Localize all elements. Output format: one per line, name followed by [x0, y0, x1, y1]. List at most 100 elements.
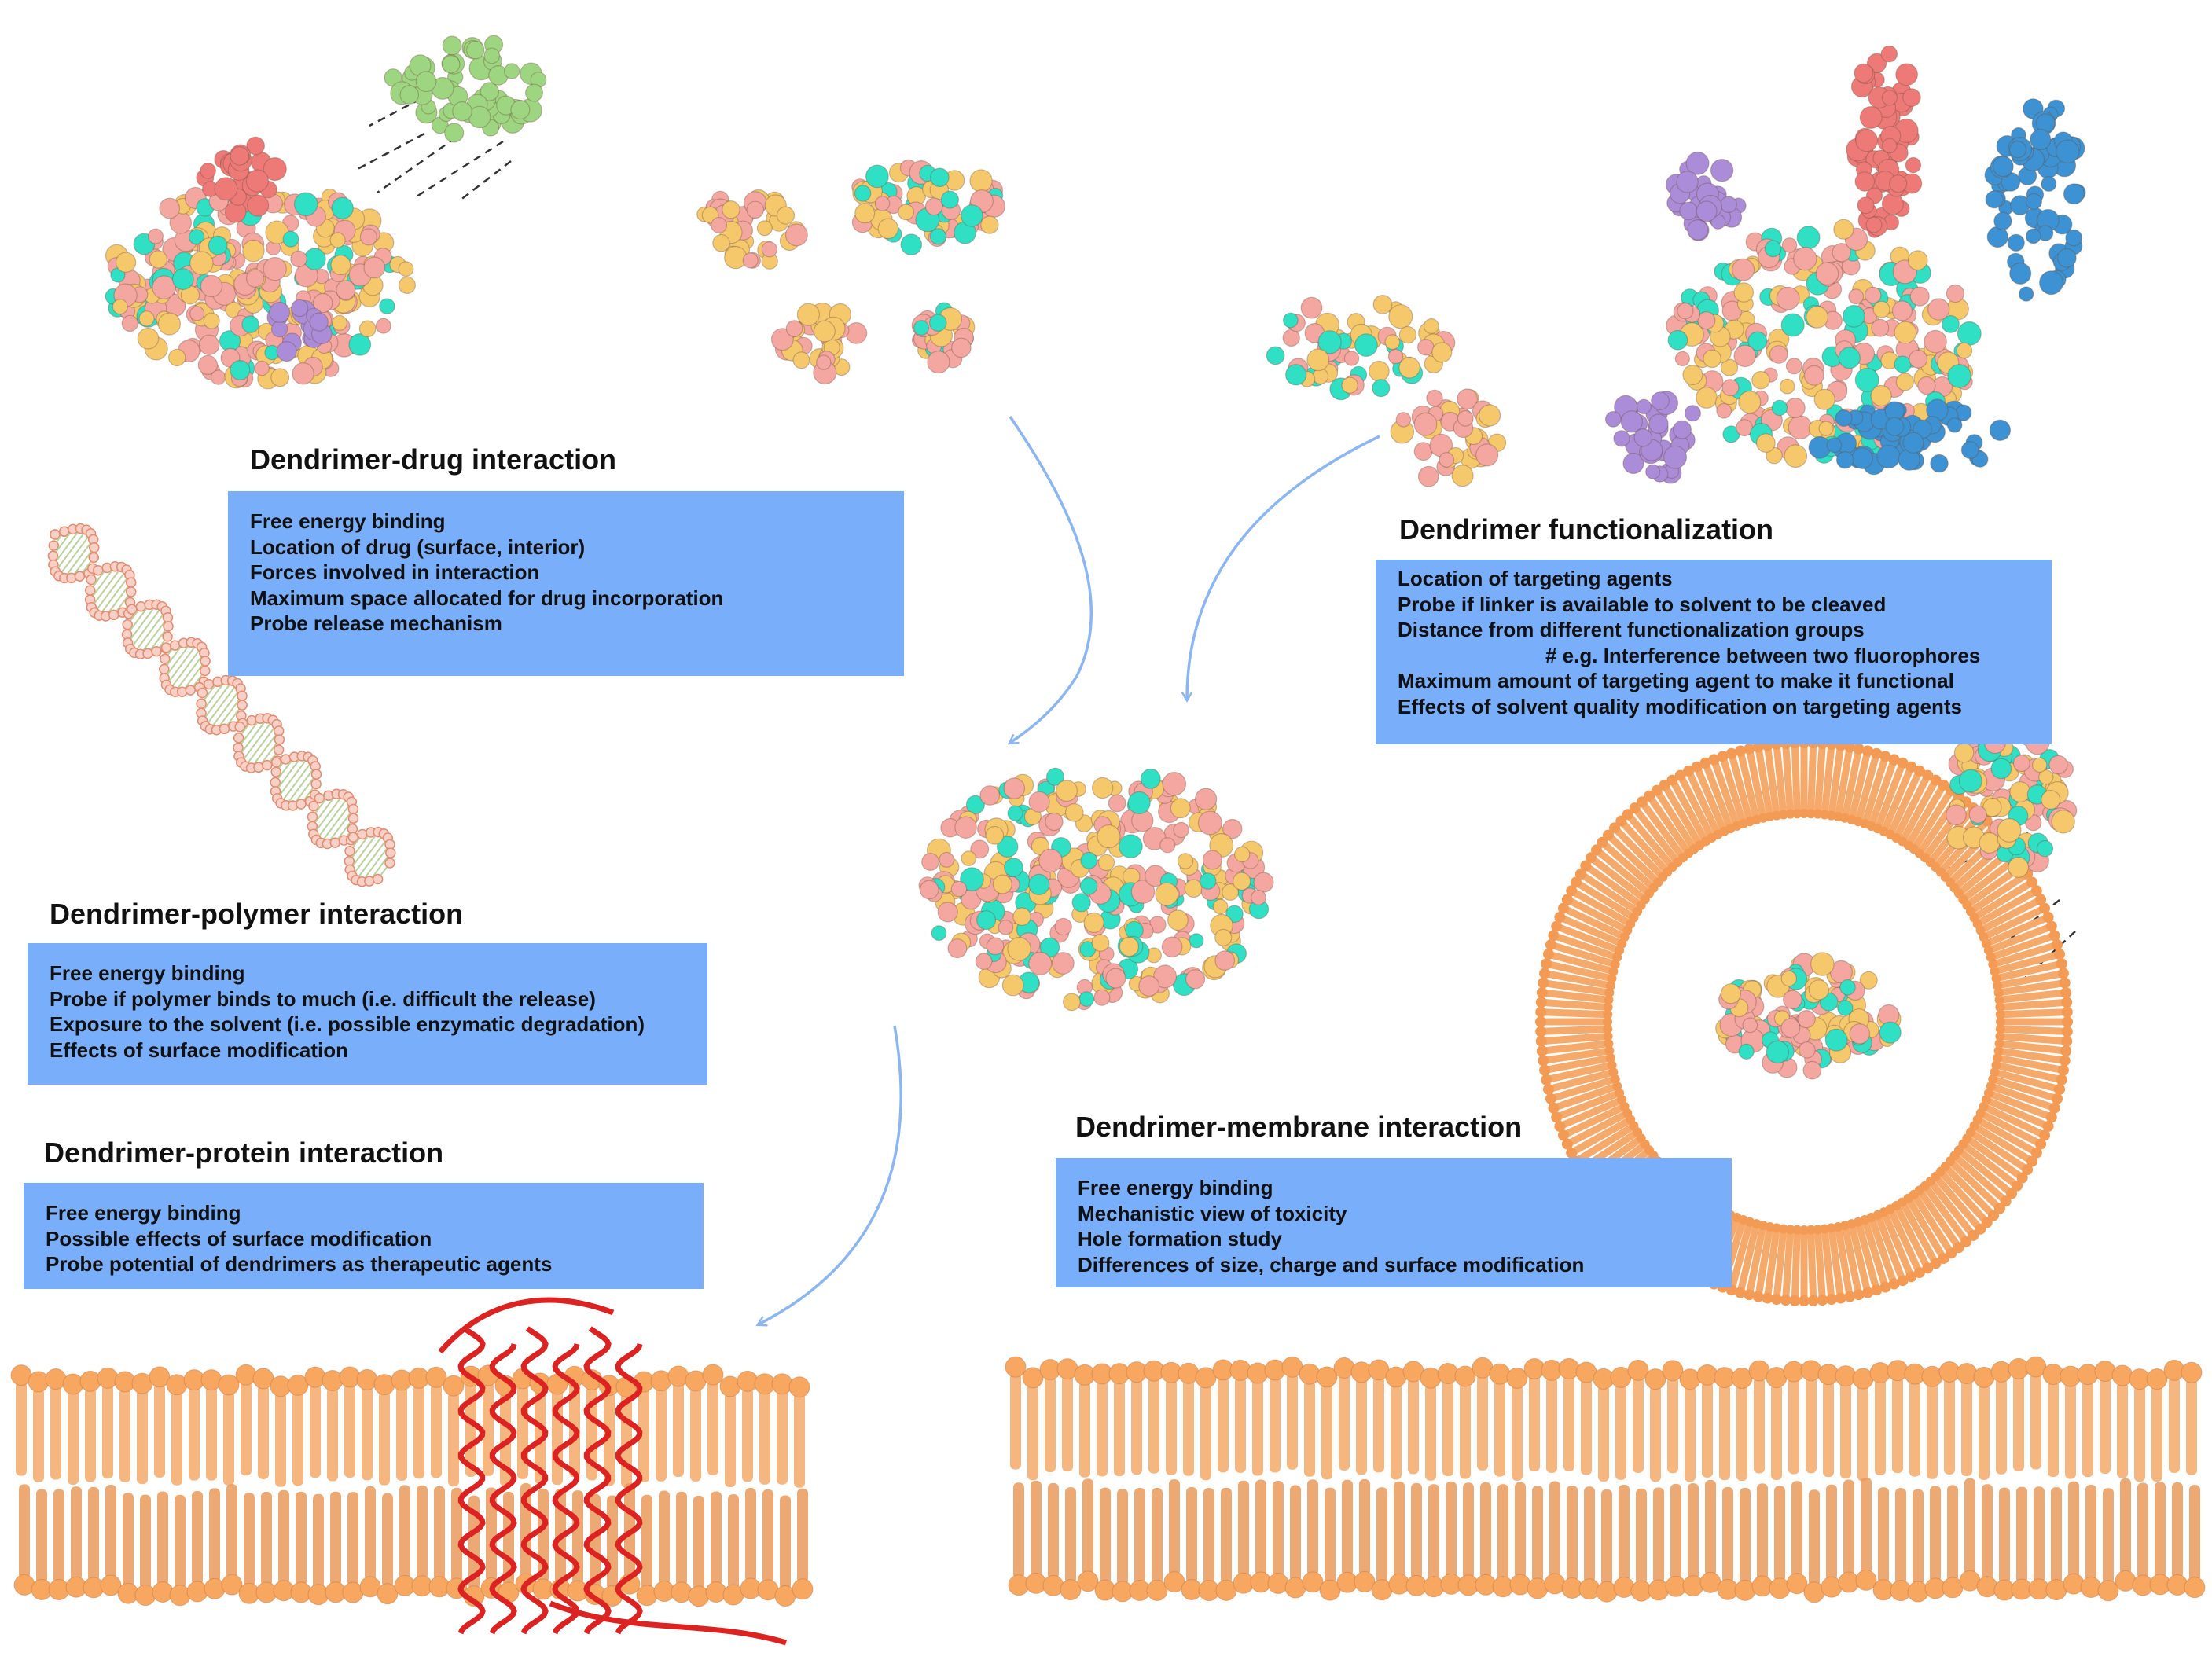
atom	[1902, 88, 1921, 107]
atom	[1648, 413, 1669, 434]
atom	[1838, 347, 1861, 369]
dna-backbone-atom	[246, 714, 257, 726]
lipid-head	[1913, 765, 1925, 777]
atom	[1222, 883, 1239, 901]
atom	[358, 320, 377, 338]
lipid-head	[1879, 751, 1891, 762]
atom	[845, 322, 868, 344]
lipid-head	[97, 1367, 119, 1389]
vesicle-lipid	[1828, 742, 1845, 820]
functionalization-item: Maximum amount of targeting agent to mak…	[1398, 669, 1954, 692]
atom	[1677, 303, 1694, 320]
atom	[1930, 454, 1949, 473]
lipid-head	[792, 1578, 814, 1600]
atom	[1766, 1040, 1790, 1064]
atom	[1431, 342, 1453, 363]
lipid-head	[1561, 1138, 1573, 1150]
lipid-head	[1603, 1002, 1613, 1012]
atom	[1372, 379, 1391, 398]
dna-base-pair	[174, 652, 205, 692]
lipid-head	[2006, 1188, 2017, 1199]
lipid-head	[1603, 1024, 1613, 1034]
dna-base-pair	[240, 719, 274, 763]
atom	[1895, 373, 1914, 391]
lipid-tail	[1615, 1383, 1626, 1480]
lipid-head	[1994, 995, 2004, 1005]
lipid-head	[218, 1374, 240, 1396]
atom	[1854, 367, 1879, 392]
lipid-tail	[711, 1491, 722, 1586]
dna-base-pair	[164, 641, 193, 679]
lipid-head	[2146, 1368, 2168, 1390]
lipid-head	[1786, 1573, 1808, 1595]
atom	[1233, 846, 1251, 863]
lipid-tail	[379, 1390, 390, 1486]
atom	[961, 204, 983, 227]
atom	[1733, 344, 1757, 368]
atom	[954, 816, 977, 839]
atom	[332, 314, 348, 331]
lipid-head	[671, 1581, 693, 1603]
atom	[1696, 200, 1718, 222]
lipid-tail	[1376, 1487, 1387, 1584]
atom	[291, 299, 309, 318]
dna-base-pair	[209, 688, 241, 730]
atom	[1818, 421, 1834, 436]
atom	[263, 256, 287, 281]
lipid-tail	[1238, 1480, 1249, 1577]
lipid-head	[1536, 1045, 1548, 1057]
atom	[1742, 1017, 1758, 1034]
atom	[865, 164, 889, 189]
lipid-tail	[1290, 1485, 1301, 1582]
lipid-head	[2035, 894, 2047, 905]
lipid-head	[1509, 1574, 1531, 1596]
vesicle-lipid	[1547, 941, 1619, 968]
vesicle-lipid	[1996, 998, 2071, 1011]
atom	[986, 937, 1005, 956]
lipid-head	[1922, 1262, 1934, 1274]
atom	[210, 369, 226, 385]
lipid-head	[2097, 1580, 2119, 1602]
lipid-tail	[123, 1493, 134, 1588]
lipid-tail	[1460, 1383, 1471, 1479]
atom	[1140, 768, 1161, 789]
vesicle-lipid	[1560, 1103, 1629, 1139]
lipid-tail	[1650, 1385, 1661, 1482]
vesicle-lipid	[1996, 1040, 2070, 1055]
lipid-tail	[2120, 1478, 2131, 1575]
atom	[330, 255, 351, 276]
atom	[1696, 387, 1718, 409]
atom	[1989, 419, 2012, 442]
lipid-tail	[223, 1390, 234, 1486]
lipid-head	[1548, 1102, 1560, 1114]
atom	[1225, 905, 1244, 924]
lipid-tail	[19, 1484, 30, 1579]
atom	[309, 312, 329, 332]
lipid-head	[1994, 1038, 2004, 1049]
lipid-head	[152, 1581, 174, 1603]
atom	[796, 303, 821, 326]
vesicle-lipid	[1552, 1089, 1623, 1121]
dna-base-pair	[90, 566, 123, 608]
atom	[292, 362, 314, 385]
atom	[1199, 872, 1217, 890]
lipid-head	[1022, 1367, 1044, 1389]
lipid-head	[1627, 1359, 1649, 1381]
functionalization-title: Dendrimer functionalization	[1399, 513, 1774, 545]
lipid-head	[1146, 1579, 1168, 1601]
atom	[1946, 417, 1963, 433]
dna-base-pair	[98, 575, 130, 616]
atom	[1232, 872, 1251, 891]
atom	[1055, 780, 1078, 802]
molecule-clusters	[105, 35, 2086, 1080]
dna-backbone-atom	[347, 803, 359, 815]
atom	[1866, 53, 1887, 74]
lipid-tail	[1826, 1484, 1837, 1581]
dna-base-pair	[311, 793, 337, 827]
lipid-tail	[88, 1486, 99, 1581]
atom	[254, 360, 270, 376]
lipid-head	[1817, 1295, 1828, 1306]
atom	[1997, 817, 2022, 843]
atom	[1894, 321, 1917, 344]
atom	[1091, 934, 1110, 952]
